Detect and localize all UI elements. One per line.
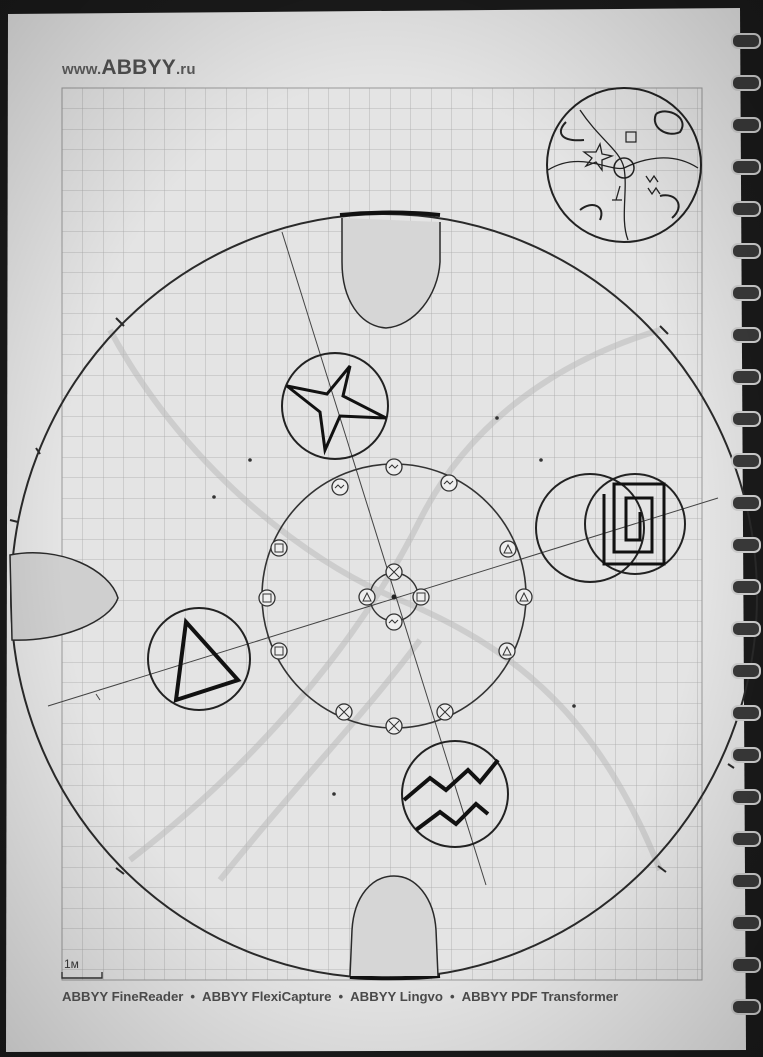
footer-product: ABBYY PDF Transformer <box>462 989 619 1004</box>
scale-label: 1м <box>64 957 79 971</box>
url-brand: ABBYY <box>101 56 176 79</box>
url-prefix: www. <box>62 61 101 78</box>
header-url: www.ABBYY.ru <box>62 56 196 80</box>
footer-separator: • <box>339 989 344 1004</box>
footer-separator: • <box>450 989 455 1004</box>
footer-separator: • <box>190 989 195 1004</box>
footer-product: ABBYY FineReader <box>62 989 183 1004</box>
url-suffix: .ru <box>176 61 196 78</box>
footer-product: ABBYY Lingvo <box>350 989 443 1004</box>
footer-product: ABBYY FlexiCapture <box>202 989 331 1004</box>
footer-products: ABBYY FineReader • ABBYY FlexiCapture • ABBY… <box>62 989 618 1004</box>
